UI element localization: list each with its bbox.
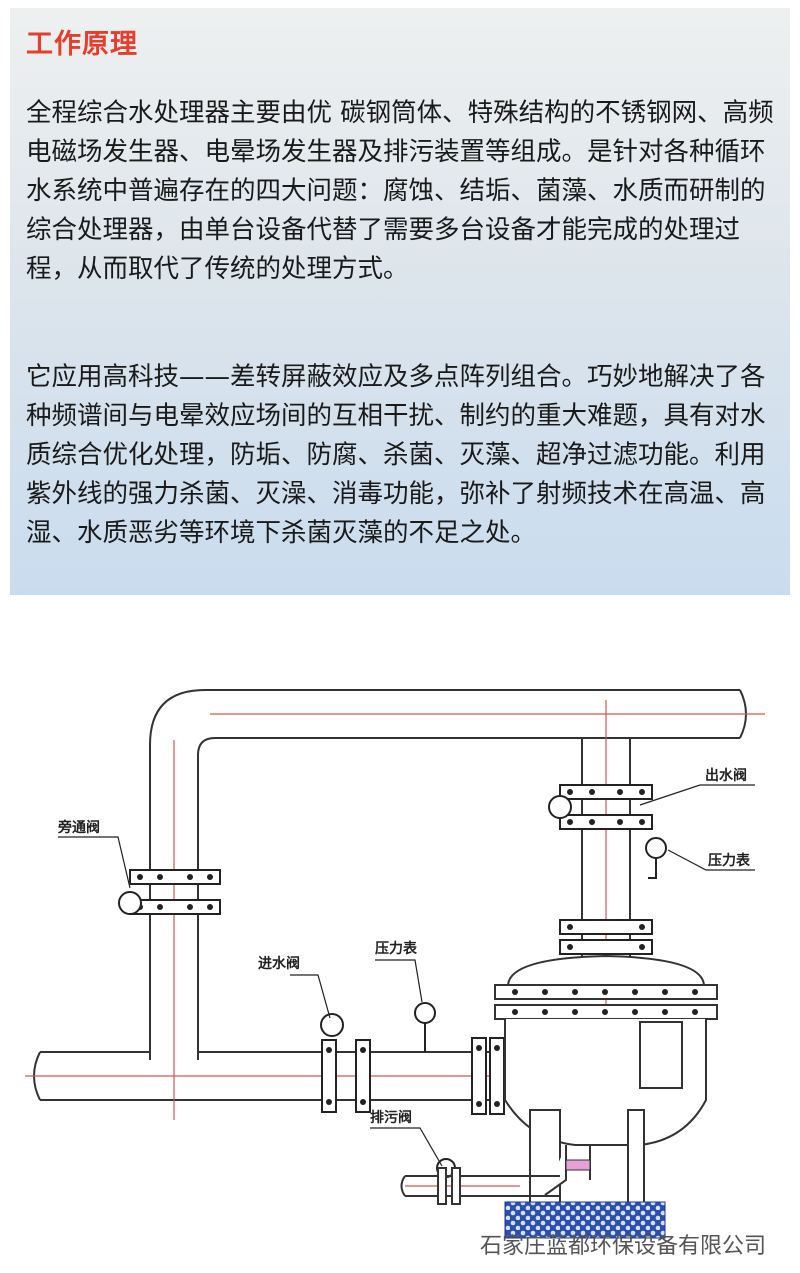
description-panel: 工作原理 全程综合水处理器主要由优 碳钢筒体、特殊结构的不锈钢网、高频电磁场发生… — [10, 8, 790, 595]
uv-lamp — [565, 1159, 591, 1171]
water-processor-diagram: 旁通阀 出水阀 压力表 进水阀 压力表 排污阀 — [25, 689, 765, 1239]
label-outlet-valve: 出水阀 — [705, 767, 747, 784]
label-inlet-valve: 进水阀 — [258, 955, 300, 972]
label-pressure-gauge-right: 压力表 — [708, 852, 751, 869]
drain-pipe — [400, 1167, 560, 1205]
tank-base — [504, 1201, 666, 1239]
tank-bolts — [512, 989, 698, 1015]
processor-tank — [494, 954, 718, 1221]
flange-bolts — [137, 789, 645, 1107]
company-footer: 石家庄蓝都环保设备有限公司 — [480, 1234, 767, 1259]
paragraph-composition: 全程综合水处理器主要由优 碳钢筒体、特殊结构的不锈钢网、高频电磁场发生器、电晕场… — [26, 98, 774, 284]
section-title: 工作原理 — [26, 29, 138, 60]
paragraph-technology: 它应用高科技——差转屏蔽效应及多点阵列组合。巧妙地解决了各种频谱间与电晕效应场间… — [26, 362, 766, 548]
label-drain-valve: 排污阀 — [370, 1109, 412, 1126]
leader-lines — [58, 784, 755, 1167]
label-pressure-gauge-left: 压力表 — [375, 940, 418, 957]
pressure-gauge-left — [414, 1002, 436, 1052]
label-bypass-valve: 旁通阀 — [57, 819, 100, 836]
flanges — [129, 784, 653, 1115]
pressure-gauge-right — [645, 837, 667, 879]
